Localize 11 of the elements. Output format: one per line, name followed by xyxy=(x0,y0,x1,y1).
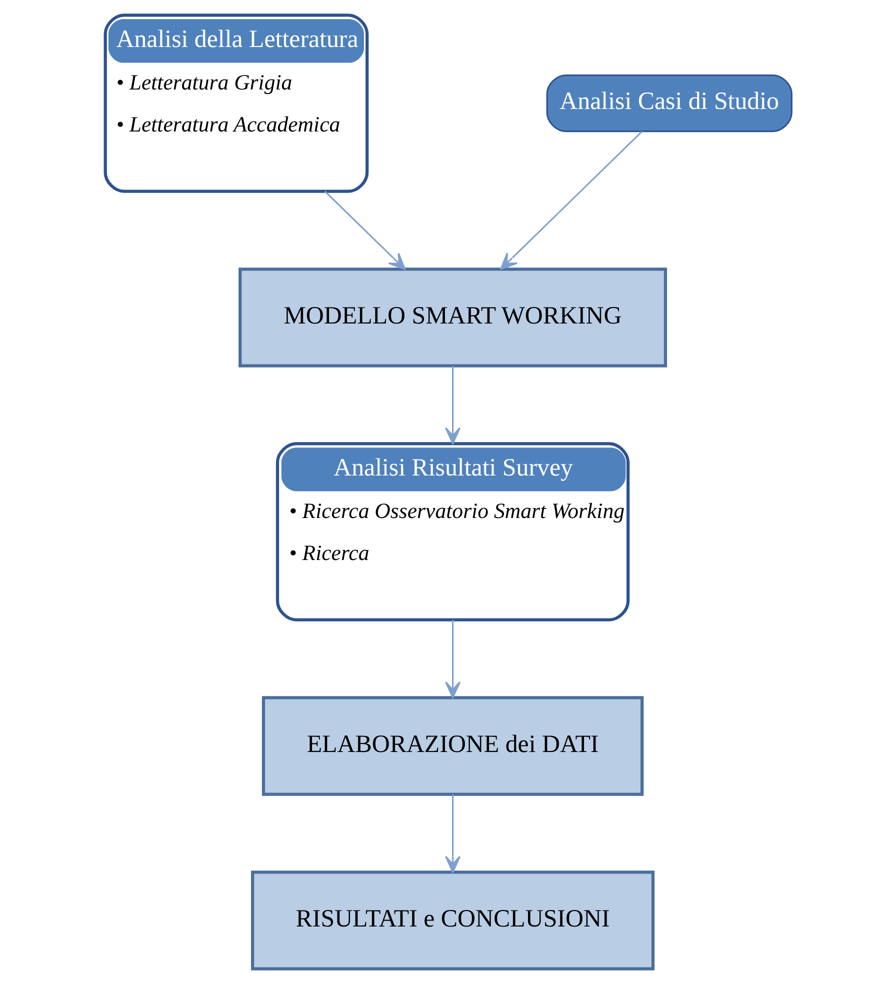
node-box: Analisi Risultati Survey • Ricerca Osservatorio Smart Working • Ricerca xyxy=(275,442,630,621)
node-box: RISULTATI e CONCLUSIONI xyxy=(250,870,654,970)
node-box: ELABORAZIONE dei DATI xyxy=(261,696,644,796)
node-box: Analisi Casi di Studio xyxy=(546,74,792,132)
node-box: MODELLO SMART WORKING xyxy=(238,267,667,367)
arrow xyxy=(444,365,460,444)
arrow xyxy=(444,619,460,698)
arrow xyxy=(324,190,406,270)
node-box: Analisi della Letteratura • Letteratura Grigia • Letteratura Accademica xyxy=(103,13,368,192)
arrow xyxy=(444,794,460,872)
arrow xyxy=(500,130,642,270)
